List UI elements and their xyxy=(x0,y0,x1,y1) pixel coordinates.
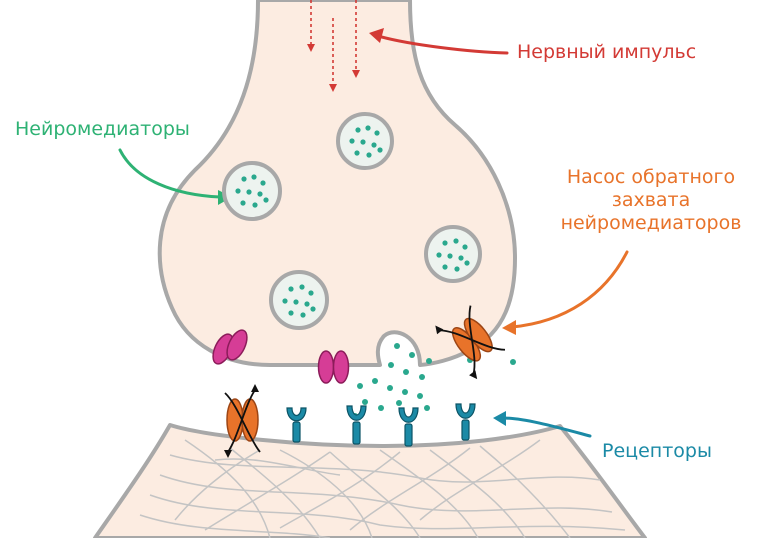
receptors-label: Рецепторы xyxy=(602,440,712,462)
vesicle xyxy=(424,225,482,283)
postsynaptic-neuron xyxy=(93,423,647,538)
presynaptic-terminal xyxy=(157,0,517,367)
receptor xyxy=(398,407,419,447)
synaptic-vesicles xyxy=(222,112,482,330)
reuptake-pump-label-line: нейромедиаторов xyxy=(560,212,742,234)
impulse-callout-arrow xyxy=(369,28,509,55)
neurotransmitters-label: Нейромедиаторы xyxy=(15,118,190,140)
reuptake-pump xyxy=(435,305,506,380)
reuptake-pump xyxy=(224,384,261,458)
vesicle xyxy=(269,270,329,330)
reuptake-pump-label-line: захвата xyxy=(611,189,691,211)
pump-callout-arrow xyxy=(502,250,629,335)
ion-channel xyxy=(212,329,248,365)
cytoskeleton-fibers xyxy=(139,439,626,538)
vesicle xyxy=(222,161,282,221)
receptor xyxy=(455,403,476,441)
ion-channel xyxy=(317,350,350,384)
reuptake-pump-label: Насос обратного захвата нейромедиаторов xyxy=(540,166,762,235)
neurotransmitter-molecules xyxy=(235,125,516,421)
receptor xyxy=(286,407,307,443)
receptors-callout-arrow xyxy=(493,411,592,438)
receptor xyxy=(346,405,367,445)
impulse-arrows xyxy=(307,0,360,92)
reuptake-pump-label-line: Насос обратного xyxy=(566,166,736,188)
nerve-impulse-label: Нервный импульс xyxy=(517,41,697,63)
